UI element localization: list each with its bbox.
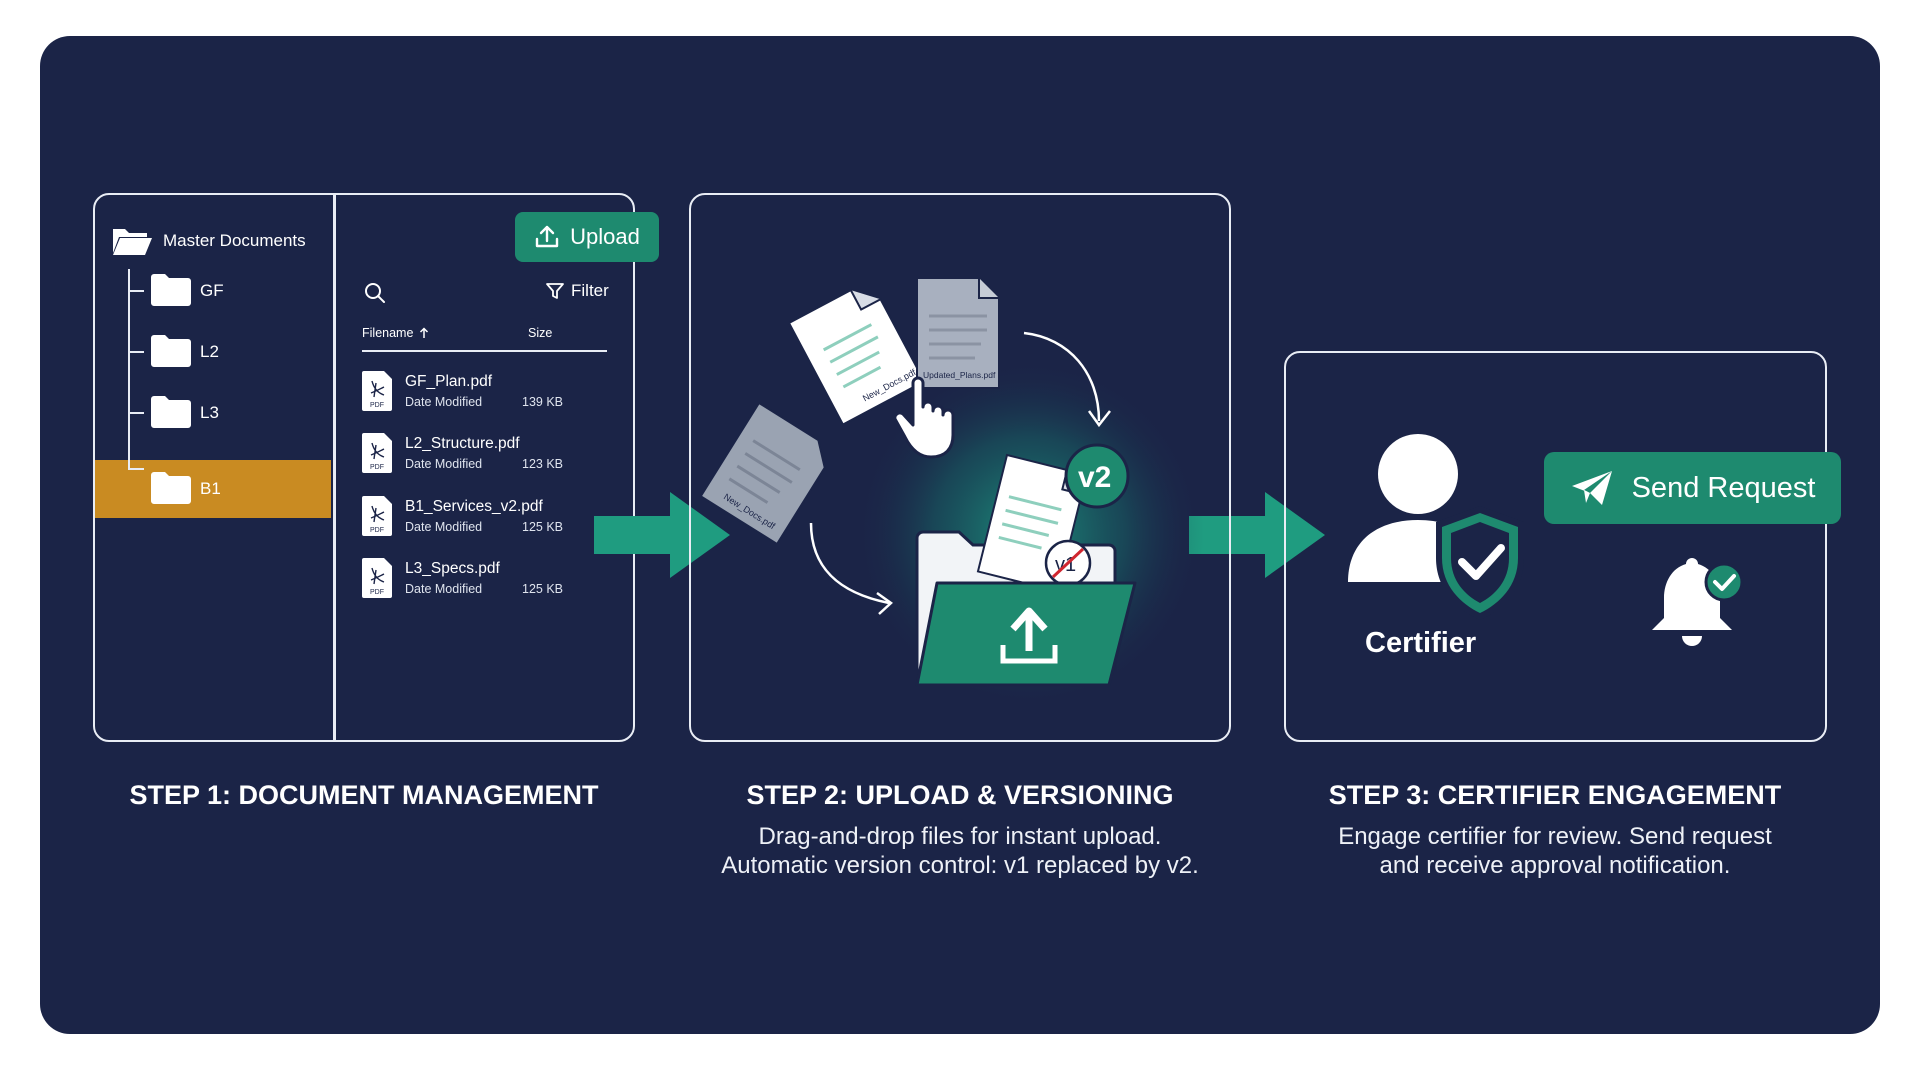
pdf-file-icon: PDF <box>362 558 392 598</box>
file-date: Date Modified <box>405 582 483 596</box>
tree-item-label: L3 <box>200 403 219 422</box>
send-request-button[interactable]: Send Request <box>1544 452 1841 524</box>
file-row[interactable]: PDF L3_Specs.pdf Date Modified 125 KB <box>362 556 612 606</box>
document-icon: Updated_Plans.pdf <box>916 277 1000 389</box>
step2-description-line2: Automatic version control: v1 replaced b… <box>721 852 1199 879</box>
file-name: L2_Structure.pdf <box>405 435 520 452</box>
upload-icon <box>1000 607 1058 664</box>
svg-text:v2: v2 <box>1078 461 1111 494</box>
filter-icon <box>546 283 564 299</box>
search-icon[interactable] <box>363 281 387 305</box>
curved-arrow <box>1023 331 1101 422</box>
open-folder-icon <box>113 229 152 255</box>
step2-title: STEP 2: UPLOAD & VERSIONING <box>746 780 1174 810</box>
svg-text:PDF: PDF <box>370 527 384 534</box>
send-request-label: Send Request <box>1631 471 1816 504</box>
file-size: 123 KB <box>522 457 564 471</box>
file-row[interactable]: PDF GF_Plan.pdf Date Modified 139 KB <box>362 369 612 419</box>
file-size: 139 KB <box>522 395 564 409</box>
version-v1-crossed-icon: v1 <box>1044 539 1092 587</box>
step3-description-line2: and receive approval notification. <box>1379 852 1731 879</box>
upload-illustration: New_Docs.pdf New_Docs.pdf Updated_Plans.… <box>699 277 1204 708</box>
hand-cursor-icon <box>893 376 955 459</box>
tree-item-l3[interactable]: L3 <box>95 384 331 442</box>
column-header-filename[interactable]: Filename <box>362 326 429 340</box>
file-row[interactable]: PDF L2_Structure.pdf Date Modified 123 K… <box>362 431 612 481</box>
svg-text:PDF: PDF <box>370 589 384 596</box>
tree-item-b1[interactable]: B1 <box>95 454 331 518</box>
upload-button-label: Upload <box>570 224 640 249</box>
file-date: Date Modified <box>405 457 483 471</box>
tree-root-label: Master Documents <box>163 231 306 250</box>
bell-notification-icon <box>1652 558 1744 646</box>
file-name: GF_Plan.pdf <box>405 373 493 390</box>
folder-icon <box>151 335 191 367</box>
file-name: B1_Services_v2.pdf <box>405 498 543 515</box>
step3-description-line1: Engage certifier for review. Send reques… <box>1338 823 1772 850</box>
header-rule <box>362 350 607 352</box>
tree-connector <box>128 269 130 486</box>
document-icon: New_Docs.pdf <box>787 289 926 426</box>
version-v2-badge: v2 <box>1064 443 1130 509</box>
tree-root[interactable]: Master Documents <box>111 225 306 257</box>
curved-arrow <box>809 522 890 605</box>
tree-item-gf[interactable]: GF <box>95 262 331 320</box>
flow-arrow-1 <box>594 492 730 578</box>
upload-icon <box>535 225 559 248</box>
sort-ascending-icon <box>420 327 429 338</box>
tree-item-label: L2 <box>200 342 219 361</box>
paper-plane-icon <box>1571 471 1612 505</box>
pdf-file-icon: PDF <box>362 496 392 536</box>
pdf-file-icon: PDF <box>362 433 392 473</box>
folder-icon <box>151 472 191 504</box>
step1-title: STEP 1: DOCUMENT MANAGEMENT <box>129 780 599 810</box>
certifier-user-icon <box>1348 434 1524 620</box>
step2-description-line1: Drag-and-drop files for instant upload. <box>758 823 1162 850</box>
document-management-panel: Master Documents GF L2 L3 B1 Upload <box>93 193 659 742</box>
upload-versioning-panel <box>689 193 1231 742</box>
filter-button[interactable]: Filter <box>545 281 609 301</box>
certifier-panel <box>1284 351 1827 742</box>
svg-text:PDF: PDF <box>370 464 384 471</box>
file-date: Date Modified <box>405 520 483 534</box>
file-date: Date Modified <box>405 395 483 409</box>
tree-item-l2[interactable]: L2 <box>95 323 331 381</box>
file-size: 125 KB <box>522 582 564 596</box>
file-size: 125 KB <box>522 520 564 534</box>
tree-item-label: B1 <box>200 479 221 498</box>
svg-text:PDF: PDF <box>370 402 384 409</box>
checkmark-icon <box>1458 544 1505 580</box>
column-header-size[interactable]: Size <box>528 326 553 340</box>
step3-title: STEP 3: CERTIFIER ENGAGEMENT <box>1328 780 1782 810</box>
file-name: L3_Specs.pdf <box>405 560 500 577</box>
certifier-label: Certifier <box>1365 627 1477 659</box>
svg-text:Updated_Plans.pdf: Updated_Plans.pdf <box>923 370 996 380</box>
pdf-file-icon: PDF <box>362 371 392 411</box>
folder-icon <box>151 274 191 306</box>
folder-icon <box>151 396 191 428</box>
file-row[interactable]: PDF B1_Services_v2.pdf Date Modified 125… <box>362 494 612 544</box>
document-icon: New_Docs.pdf <box>699 401 826 546</box>
flow-arrow-2 <box>1189 492 1325 578</box>
filter-label: Filter <box>571 281 609 300</box>
tree-item-label: GF <box>200 281 224 300</box>
panel-divider <box>333 195 336 740</box>
upload-button[interactable]: Upload <box>515 212 659 262</box>
